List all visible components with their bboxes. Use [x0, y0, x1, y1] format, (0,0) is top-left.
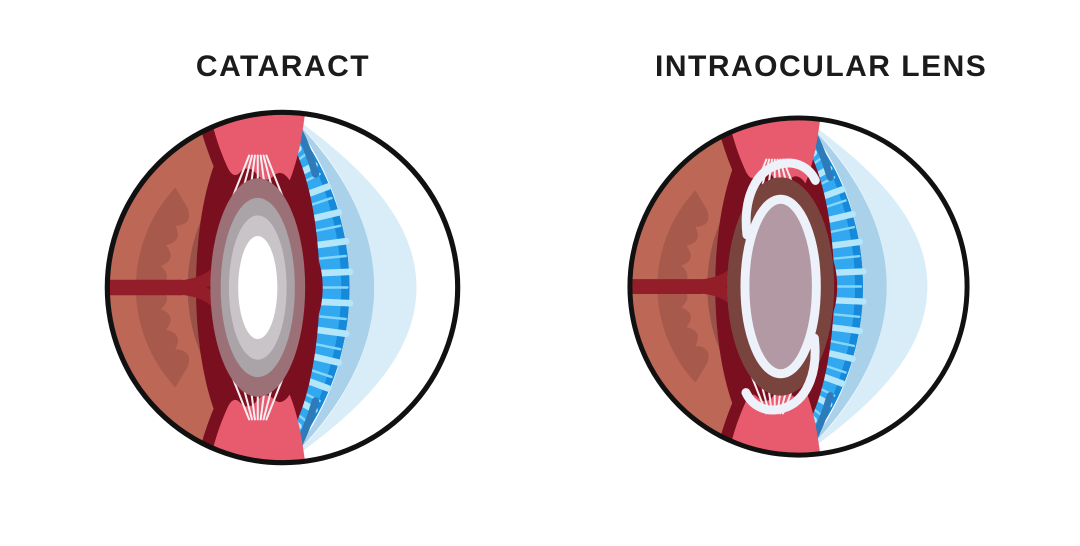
cataract-title: CATARACT: [195, 50, 371, 83]
intraocular-lens-eye-illustration: [620, 108, 977, 465]
cataract-eye-illustration: [97, 102, 468, 473]
intraocular-lens-title: INTRAOCULAR LENS: [655, 50, 988, 83]
